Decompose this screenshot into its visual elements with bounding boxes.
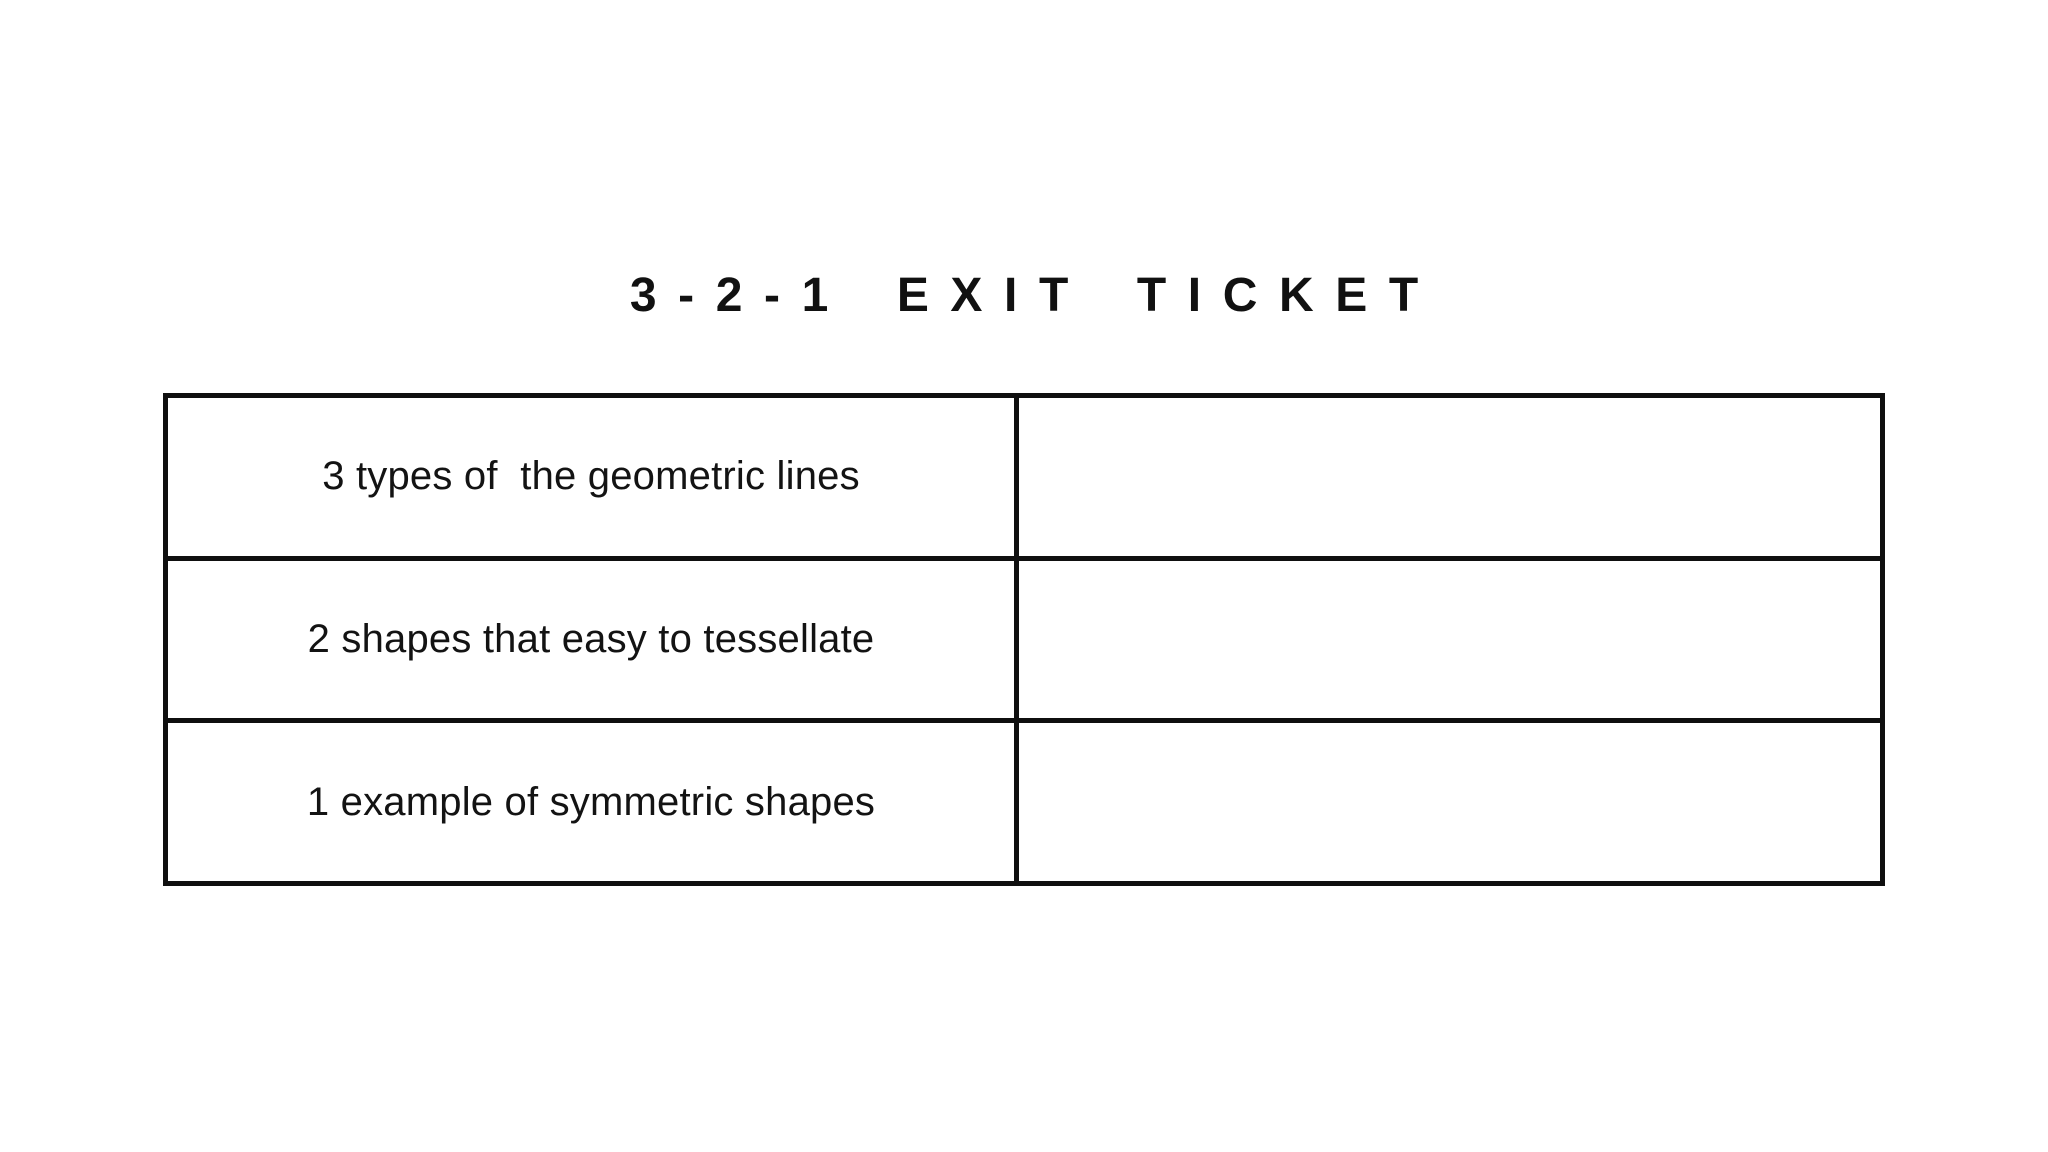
answer-cell-2-things[interactable] bbox=[1019, 560, 1880, 719]
page-title: 3-2-1 EXIT TICKET bbox=[629, 269, 1440, 322]
answer-cell-3-things[interactable] bbox=[1019, 398, 1880, 556]
prompt-cell-2-things: 2 shapes that easy to tessellate bbox=[168, 560, 1014, 719]
answer-cell-1-thing[interactable] bbox=[1019, 723, 1880, 881]
exit-ticket-table: 3 types of the geometric lines 2 shapes … bbox=[163, 393, 1885, 886]
prompt-cell-3-things: 3 types of the geometric lines bbox=[168, 398, 1014, 556]
prompt-cell-1-thing: 1 example of symmetric shapes bbox=[168, 723, 1014, 881]
